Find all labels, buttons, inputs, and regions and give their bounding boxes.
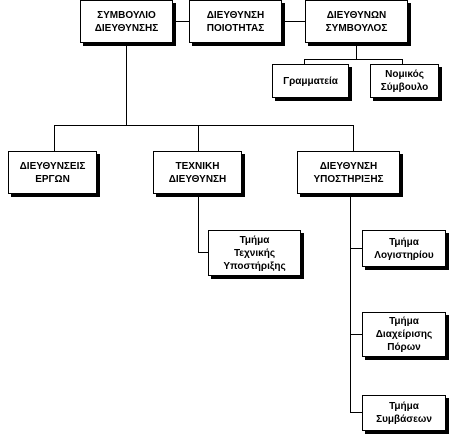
node-quality: ΔΙΕΥΘΥΝΣΗ ΠΟΙΟΤΗΤΑΣ xyxy=(189,0,282,43)
node-secretariat: Γραμματεία xyxy=(272,64,349,98)
node-technical: ΤΕΧΝΙΚΗ ΔΙΕΥΘΥΝΣΗ xyxy=(153,151,242,194)
node-accounting: Τμήμα Λογιστηρίου xyxy=(362,230,446,267)
node-contracts: Τμήμα Συμβάσεων xyxy=(362,395,446,431)
node-resources: Τμήμα Διαχείρισης Πόρων xyxy=(362,312,446,357)
node-tech-support: Τμήμα Τεχνικής Υποστήριξης xyxy=(208,230,301,276)
node-advisor: ΔΙΕΥΘΥΝΩΝ ΣΥΜΒΟΥΛΟΣ xyxy=(305,0,408,43)
node-legal: Νομικός Σύμβουλο xyxy=(370,64,439,98)
node-works: ΔΙΕΥΘΥΝΣΕΙΣ ΕΡΓΩΝ xyxy=(8,151,97,194)
node-board: ΣΥΜΒΟΥΛΙΟ ΔΙΕΥΘΥΝΣΗΣ xyxy=(80,0,173,43)
node-support: ΔΙΕΥΘΥΝΣΗ ΥΠΟΣΤΗΡΙΞΗΣ xyxy=(297,151,400,194)
